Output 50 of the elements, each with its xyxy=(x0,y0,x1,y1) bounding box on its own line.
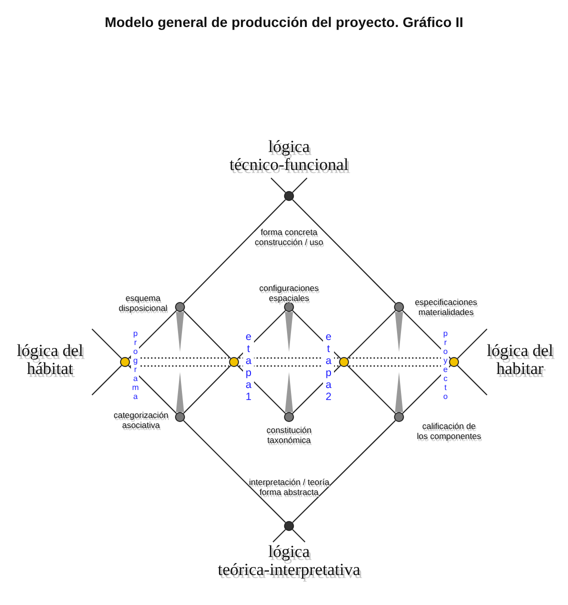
junction-dot xyxy=(284,412,294,422)
junction-dot xyxy=(175,412,185,422)
connector-line xyxy=(183,199,286,304)
spindle-connector xyxy=(176,312,184,412)
spindle-connector xyxy=(395,312,403,412)
junction-dot xyxy=(120,357,130,367)
diagram-title: Modelo general de producción del proyecto. Gráfico II xyxy=(104,14,464,30)
junction-dot xyxy=(339,357,349,367)
connector-line xyxy=(183,420,286,523)
junction-dot xyxy=(284,302,294,312)
connector-line xyxy=(292,420,396,523)
connector-line xyxy=(92,328,122,359)
connector-line xyxy=(183,310,231,359)
junction-dot xyxy=(394,302,404,312)
junction-dot xyxy=(394,412,404,422)
node-caption: constitución taxonómica xyxy=(266,425,312,445)
junction-dot xyxy=(284,521,294,531)
stage-label: proyecto xyxy=(441,329,449,401)
dotted-line xyxy=(129,357,230,367)
node-caption: calificación de los componentes xyxy=(416,421,482,441)
node-caption: esquema disposicional xyxy=(118,293,168,313)
logic-label: lógica del hábitat xyxy=(16,342,84,378)
logic-label: lógica teórica-interpretativa xyxy=(216,543,362,579)
stage-label: etapa2 xyxy=(323,331,334,403)
line-note: forma concreta construcción / uso xyxy=(254,227,324,247)
node-caption: categorización asociativa xyxy=(112,410,170,430)
stage-label: etapa1 xyxy=(243,331,254,403)
connector-line xyxy=(183,365,231,414)
connector-line xyxy=(272,529,286,542)
connector-line xyxy=(292,529,306,542)
node-caption: configuraciones espaciales xyxy=(258,283,320,303)
stage-label: programa xyxy=(131,329,139,401)
junction-dot xyxy=(284,191,294,201)
connector-line xyxy=(92,365,122,396)
connector-line xyxy=(270,178,286,193)
logic-label: lógica del habitar xyxy=(486,342,554,378)
connector-line xyxy=(292,199,396,304)
dotted-line xyxy=(238,357,340,367)
junction-dot xyxy=(175,302,185,312)
spindle-connector xyxy=(285,312,293,412)
logic-label: lógica técnico-funcional xyxy=(228,138,350,174)
junction-dot xyxy=(229,357,239,367)
node-caption: especificaciones materialidades xyxy=(414,297,478,317)
junction-dot xyxy=(449,357,459,367)
line-note: interpretación / teoría forma abstracta xyxy=(249,477,329,497)
connector-line xyxy=(457,328,488,359)
connector-line xyxy=(347,310,396,359)
connector-line xyxy=(457,365,488,396)
connector-line xyxy=(292,178,308,193)
connector-line xyxy=(347,365,396,414)
